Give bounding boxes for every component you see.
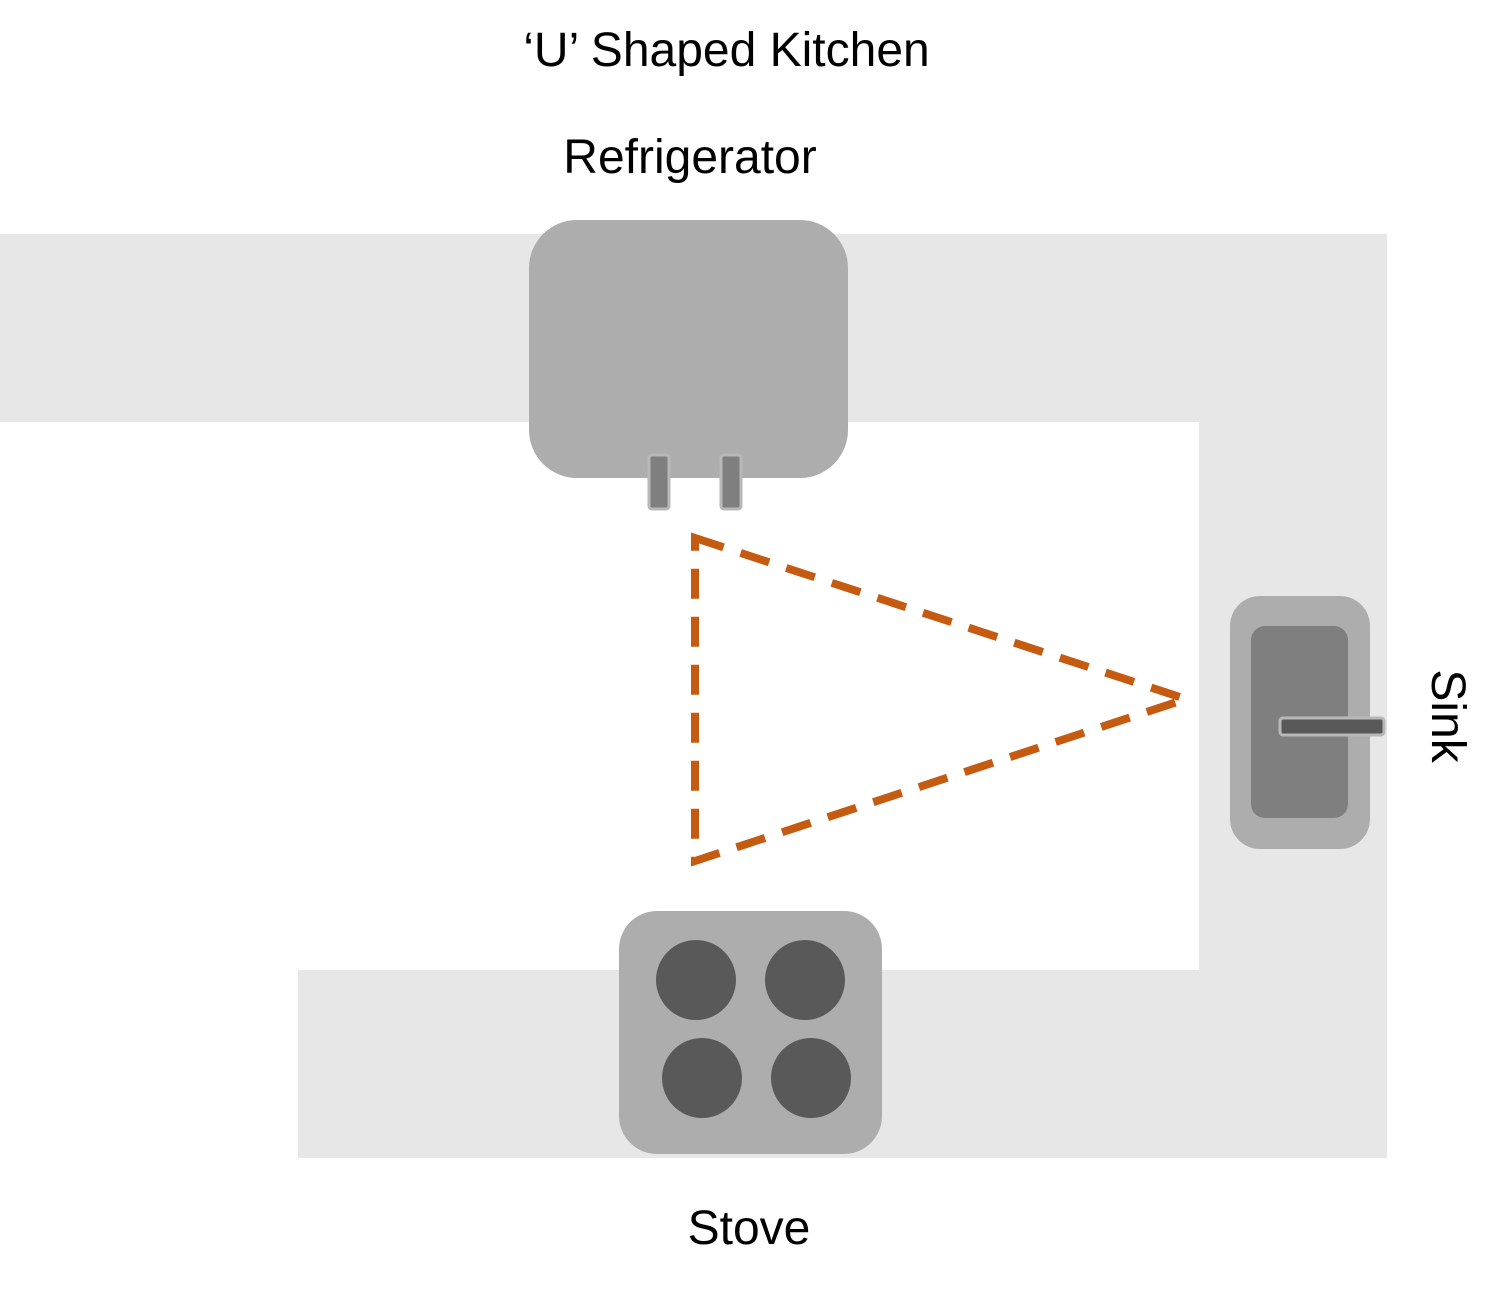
refrigerator-label: Refrigerator (563, 131, 817, 184)
burner-bottom-left (662, 1038, 742, 1118)
burner-top-right (765, 940, 845, 1020)
diagram-title: ‘U’ Shaped Kitchen (523, 24, 930, 77)
work-triangle (691, 532, 1199, 867)
sink-label: Sink (1421, 669, 1474, 763)
refrigerator-body (529, 220, 848, 478)
sink-icon (1230, 596, 1386, 849)
stove-label: Stove (687, 1202, 811, 1255)
burner-top-left (656, 940, 736, 1020)
refrigerator-icon (529, 220, 848, 511)
stove-body (619, 911, 882, 1154)
refrigerator-handle-left (647, 453, 671, 511)
sink-faucet (1278, 716, 1386, 737)
refrigerator-handle-right (719, 453, 743, 511)
burner-bottom-right (771, 1038, 851, 1118)
stove-icon (619, 911, 882, 1154)
